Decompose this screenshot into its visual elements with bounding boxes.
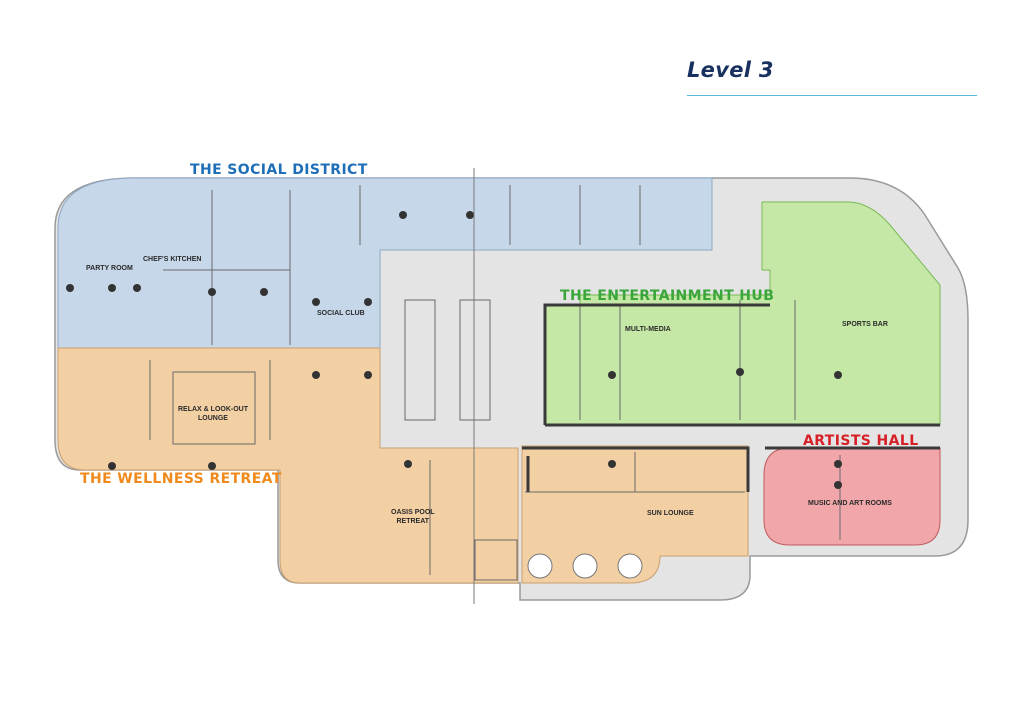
structural-columns xyxy=(66,211,842,489)
zone-label-wellness: THE WELLNESS RETREAT xyxy=(80,471,282,487)
wall-lines xyxy=(149,185,841,581)
zone-label-entertainment: THE ENTERTAINMENT HUB xyxy=(560,288,775,304)
room-social-club: SOCIAL CLUB xyxy=(317,310,365,317)
room-chefs-kitchen: CHEF'S KITCHEN xyxy=(143,256,202,263)
zone-entertainment-hub xyxy=(544,201,941,426)
room-oasis-pool-line2: RETREAT xyxy=(396,518,430,525)
room-relax-lounge: RELAX & LOOK-OUT LOUNGE xyxy=(178,405,248,423)
room-oasis-pool: OASIS POOL RETREAT xyxy=(391,508,435,526)
room-music-art-rooms: MUSIC AND ART ROOMS xyxy=(808,500,892,507)
level-title: Level 3 xyxy=(687,58,774,82)
zone-social-district xyxy=(57,177,713,349)
zone-label-artists: ARTISTS HALL xyxy=(803,433,919,449)
room-relax-lounge-line1: RELAX & LOOK-OUT xyxy=(178,406,248,413)
room-relax-lounge-line2: LOUNGE xyxy=(198,415,228,422)
room-oasis-pool-line1: OASIS POOL xyxy=(391,509,435,516)
title-underline xyxy=(687,95,977,96)
zone-label-social: THE SOCIAL DISTRICT xyxy=(190,162,368,178)
round-tables xyxy=(527,553,643,579)
room-sports-bar: SPORTS BAR xyxy=(842,321,888,328)
zone-artists-hall xyxy=(763,447,941,546)
room-sun-lounge: SUN LOUNGE xyxy=(647,510,694,517)
dark-walls xyxy=(522,303,940,492)
room-party-room: PARTY ROOM xyxy=(86,265,133,272)
zone-wellness-sun xyxy=(521,445,749,584)
room-multi-media: MULTI-MEDIA xyxy=(625,326,671,333)
